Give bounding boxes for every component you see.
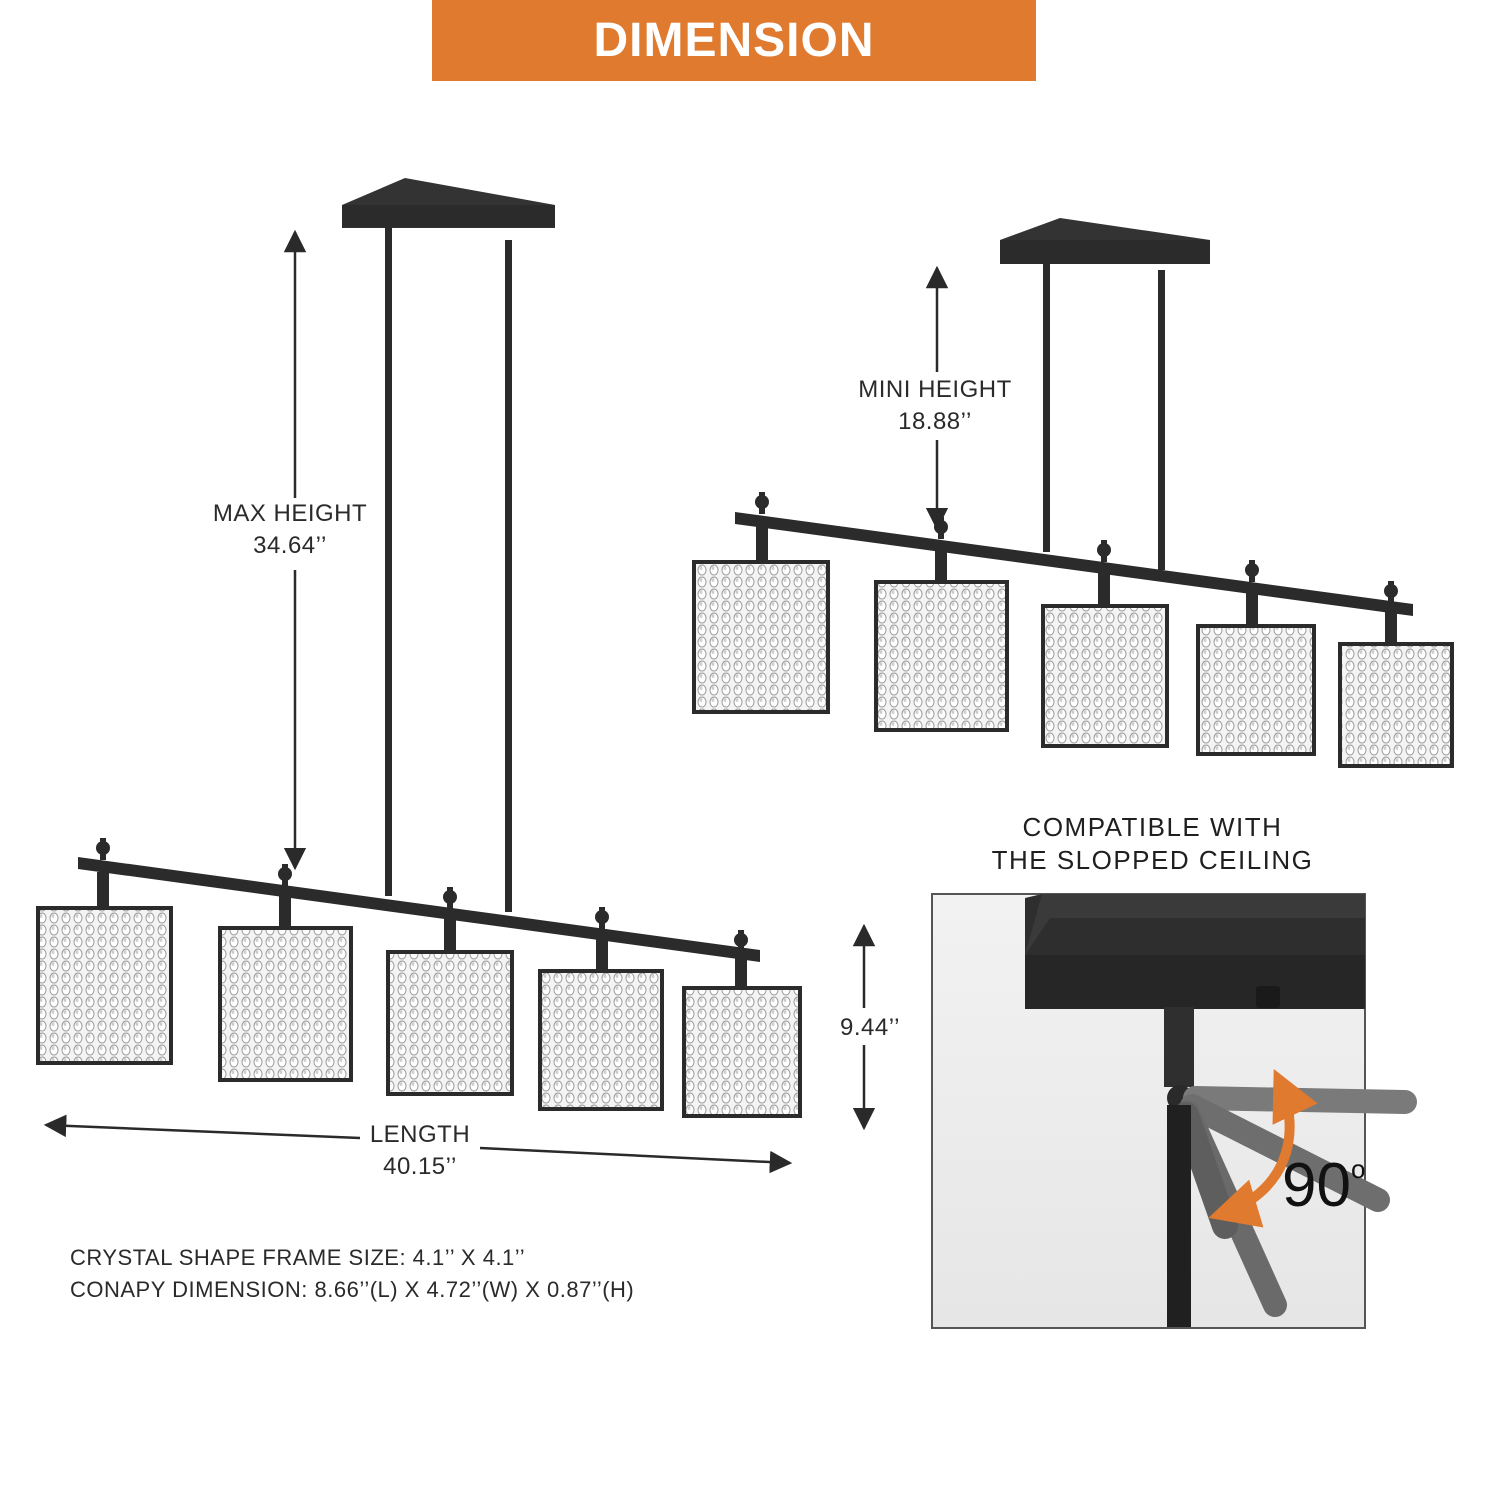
sloped-ceiling-inset bbox=[931, 893, 1417, 1329]
angle-value: 90 bbox=[1282, 1151, 1351, 1220]
degree-icon: o bbox=[1350, 1154, 1366, 1184]
rotation-angle: 90o bbox=[1282, 1150, 1365, 1221]
crystal-shade bbox=[874, 580, 1009, 732]
crystal-frame-spec: CRYSTAL SHAPE FRAME SIZE: 4.1’’ X 4.1’’ bbox=[70, 1245, 526, 1270]
mini-height-label: MINI HEIGHT 18.88’’ bbox=[845, 376, 1025, 436]
crossbar bbox=[735, 512, 1413, 616]
dimension-banner: DIMENSION bbox=[432, 0, 1036, 81]
crystal-shade bbox=[218, 926, 353, 1082]
length-title: LENGTH bbox=[369, 1121, 471, 1148]
crystal-shade bbox=[682, 986, 802, 1118]
rod bbox=[385, 226, 392, 896]
rod bbox=[1043, 262, 1050, 552]
rotation-arrow bbox=[1208, 1068, 1318, 1228]
rod bbox=[505, 240, 512, 912]
crystal-shade bbox=[1041, 604, 1169, 748]
mini-height-title: MINI HEIGHT bbox=[858, 376, 1012, 403]
crystal-shade bbox=[538, 969, 664, 1111]
length-line bbox=[479, 1146, 793, 1174]
mini-height-fixture bbox=[692, 218, 1454, 768]
mini-height-value: 18.88’’ bbox=[898, 408, 972, 435]
crystal-shade bbox=[386, 950, 514, 1096]
max-height-title: MAX HEIGHT bbox=[212, 500, 368, 527]
compatible-heading-line1: COMPATIBLE WITH bbox=[1022, 812, 1283, 842]
length-label: LENGTH 40.15’’ bbox=[340, 1121, 500, 1181]
max-height-fixture bbox=[36, 178, 802, 1118]
compatible-heading-line2: THE SLOPPED CEILING bbox=[991, 845, 1314, 875]
max-height-label: MAX HEIGHT 34.64’’ bbox=[200, 500, 380, 560]
crystal-shade bbox=[1196, 624, 1316, 756]
pivot-tube bbox=[1164, 1007, 1194, 1087]
banner-title: DIMENSION bbox=[593, 14, 875, 67]
crystal-shade bbox=[692, 560, 830, 714]
length-line bbox=[43, 1114, 361, 1140]
crossbar bbox=[78, 857, 760, 962]
vertical-rod bbox=[1167, 1105, 1191, 1327]
shade-height-value: 9.44’’ bbox=[840, 1014, 900, 1041]
crystal-shade bbox=[36, 906, 173, 1065]
rod bbox=[1158, 270, 1165, 570]
length-value: 40.15’’ bbox=[383, 1153, 457, 1180]
max-height-value: 34.64’’ bbox=[253, 532, 327, 559]
knob bbox=[1256, 986, 1280, 1008]
canopy-spec: CONAPY DIMENSION: 8.66’’(L) X 4.72’’(W) … bbox=[70, 1277, 635, 1302]
crystal-shade bbox=[1338, 642, 1454, 768]
shade-height-label: 9.44’’ bbox=[830, 1014, 910, 1042]
